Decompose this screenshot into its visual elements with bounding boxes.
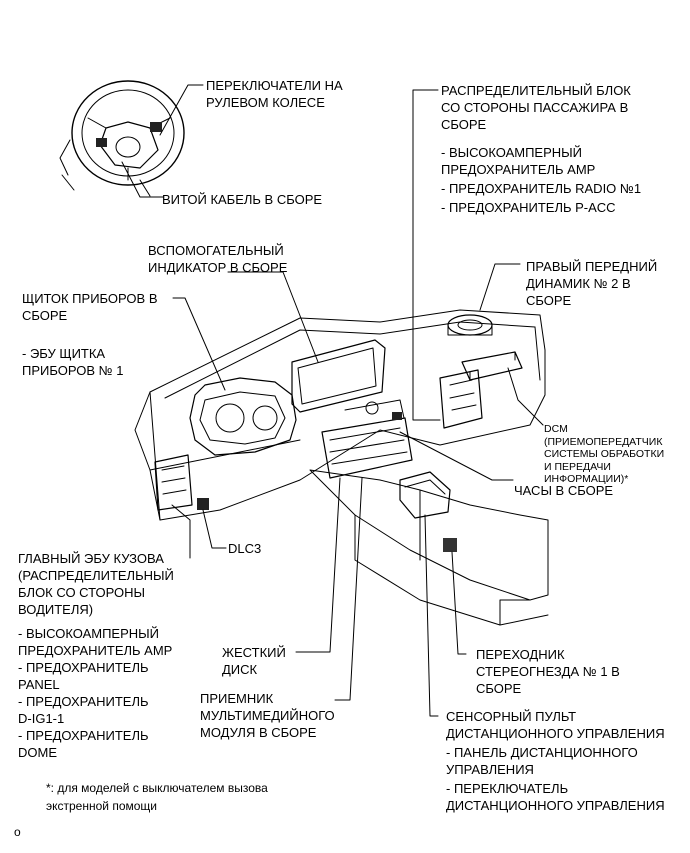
label-aux-indicator: ВСПОМОГАТЕЛЬНЫЙ ИНДИКАТОР В СБОРЕ <box>148 243 288 275</box>
main-body-ecu <box>154 454 193 511</box>
label-spiral-cable: ВИТОЙ КАБЕЛЬ В СБОРЕ <box>162 192 323 207</box>
aux-indicator <box>291 339 386 413</box>
steering-wheel <box>59 80 185 197</box>
label-steering-switches: ПЕРЕКЛЮЧАТЕЛИ НА РУЛЕВОМ КОЛЕСЕ <box>206 78 343 110</box>
front-speaker <box>447 314 493 336</box>
touch-remote-items: - ПАНЕЛЬ ДИСТАНЦИОННОГО УПРАВЛЕНИЯ - ПЕР… <box>446 745 665 813</box>
label-combination-meter: ЩИТОК ПРИБОРОВ В СБОРЕ <box>22 291 158 323</box>
main-body-ecu-items: - ВЫСОКОАМПЕРНЫЙ ПРЕДОХРАНИТЕЛЬ AMP - ПР… <box>18 626 173 760</box>
passenger-junction-block <box>439 369 483 429</box>
label-multimedia-receiver: ПРИЕМНИК МУЛЬТИМЕДИЙНОГО МОДУЛЯ В СБОРЕ <box>200 691 335 740</box>
label-passenger-jb: РАСПРЕДЕЛИТЕЛЬНЫЙ БЛОК СО СТОРОНЫ ПАССАЖ… <box>441 83 631 132</box>
dlc3-connector <box>197 498 209 510</box>
label-front-speaker: ПРАВЫЙ ПЕРЕДНИЙ ДИНАМИК № 2 В СБОРЕ <box>526 259 658 308</box>
leader-lines <box>121 84 544 717</box>
stereo-jack-adapter <box>443 538 457 552</box>
dcm-unit <box>461 351 523 381</box>
multimedia-receiver <box>321 399 413 479</box>
label-stereo-jack: ПЕРЕХОДНИК СТЕРЕОГНЕЗДА № 1 В СБОРЕ <box>476 647 620 696</box>
label-meter-ecu: - ЭБУ ЩИТКА ПРИБОРОВ № 1 <box>22 346 124 378</box>
corner-mark: o <box>14 825 21 839</box>
passenger-jb-items: - ВЫСОКОАМПЕРНЫЙ ПРЕДОХРАНИТЕЛЬ AMP - ПР… <box>441 145 642 215</box>
label-touch-remote: СЕНСОРНЫЙ ПУЛЬТ ДИСТАНЦИОННОГО УПРАВЛЕНИ… <box>446 709 665 741</box>
label-hard-disk: ЖЕСТКИЙ ДИСК <box>222 645 286 677</box>
label-main-body-ecu: ГЛАВНЫЙ ЭБУ КУЗОВА (РАСПРЕДЕЛИТЕЛЬНЫЙ БЛ… <box>18 551 174 617</box>
touch-remote-controller <box>399 471 451 519</box>
label-clock: ЧАСЫ В СБОРЕ <box>514 483 614 498</box>
label-dcm: DCM (ПРИЕМОПЕРЕДАТЧИК СИСТЕМЫ ОБРАБОТКИ … <box>544 423 665 485</box>
label-dlc3: DLC3 <box>228 541 262 556</box>
combination-meter <box>189 377 297 456</box>
footnote: *: для моделей с выключателем вызова экс… <box>46 781 268 813</box>
